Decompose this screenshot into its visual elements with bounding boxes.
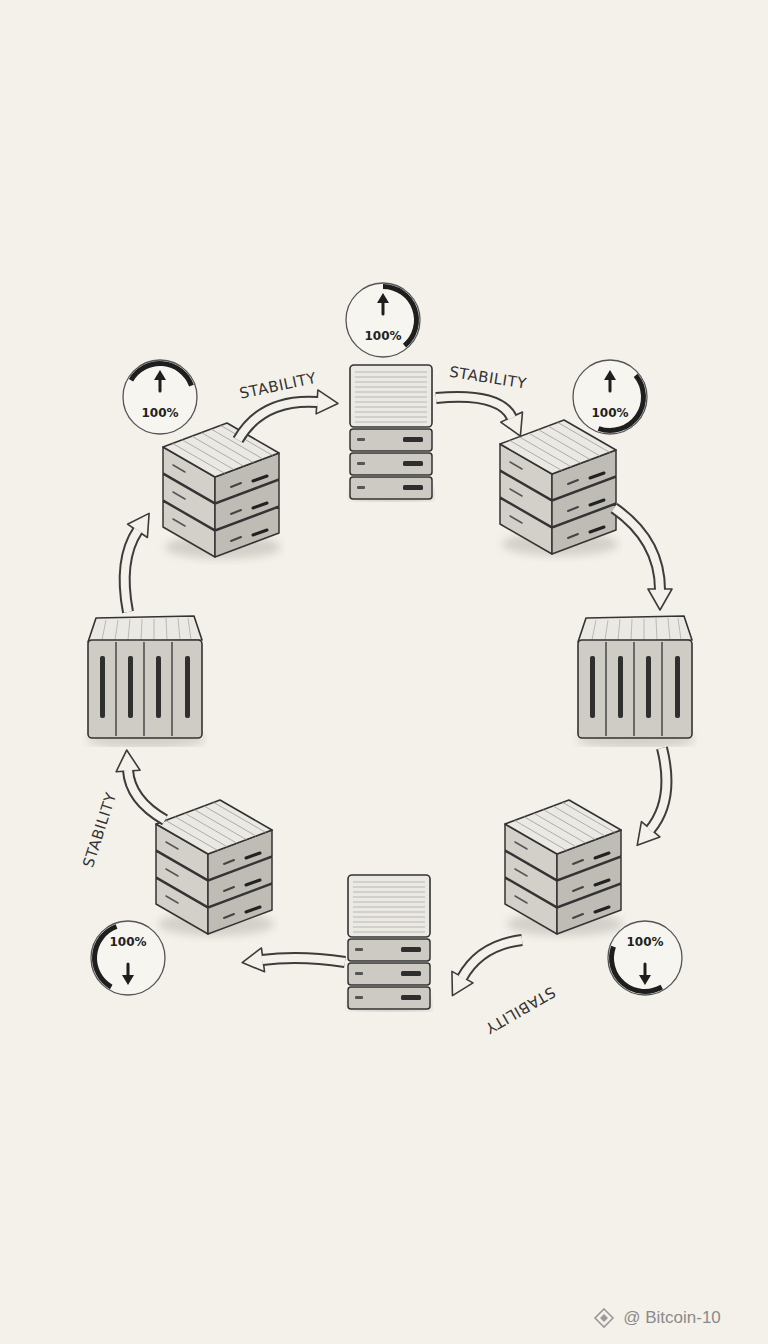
watermark-logo [600, 1314, 608, 1322]
gauge-value: 100% [364, 329, 401, 343]
gauge-needle [644, 964, 647, 975]
gauge-arc [598, 374, 646, 433]
server-upper-left [163, 423, 281, 559]
flow-label: STABILITY [482, 983, 558, 1036]
flow-arrow [650, 748, 666, 830]
gauge-dial: 100% [121, 358, 199, 436]
server-right [576, 616, 696, 748]
flow-arrow [125, 530, 138, 612]
gauge-rim [573, 360, 647, 434]
gauge-value: 100% [626, 935, 663, 949]
server-top [349, 365, 437, 503]
gauge-dial: 100% [571, 358, 649, 436]
flow-label: STABILITY [80, 790, 120, 869]
gauge-needle-head [604, 370, 616, 380]
flow-arrow [125, 530, 138, 612]
server-bottom [347, 875, 435, 1013]
flow-arrow [650, 748, 666, 830]
flow-arrow [262, 958, 345, 962]
gauge-face [121, 358, 199, 436]
flow-arrow [238, 402, 318, 440]
gauge-value: 100% [109, 935, 146, 949]
flow-arrow [462, 940, 522, 978]
flow-arrow [128, 770, 165, 820]
flow-label: STABILITY [448, 364, 528, 393]
server-left [86, 616, 206, 748]
gauge-needle-head [639, 975, 651, 985]
gauge-dial: 100% [606, 919, 684, 997]
flow-label: STABILITY [238, 370, 318, 402]
gauge-needle-head [122, 975, 134, 985]
gauge-dial: 100% [344, 281, 422, 359]
gauge-dial: 100% [89, 919, 167, 997]
gauge-face [606, 919, 684, 997]
flow-arrow [262, 958, 345, 962]
flow-arrow [262, 958, 345, 962]
gauge-rim [346, 283, 420, 357]
gauge-rim [123, 360, 197, 434]
gauge-needle [382, 303, 385, 314]
gauge-needle-head [154, 370, 166, 380]
flow-arrow [238, 402, 318, 440]
server-lower-left [156, 800, 274, 936]
gauge-arc [92, 924, 117, 989]
gauge-face [344, 281, 422, 359]
watermark-logo [595, 1309, 613, 1327]
gauge-value: 100% [591, 406, 628, 420]
flow-arrow [125, 530, 138, 612]
flow-arrow [614, 508, 660, 590]
flow-arrow [462, 940, 522, 978]
server-figures [86, 365, 696, 1013]
flow-arrow [436, 397, 512, 418]
flow-arrow [614, 508, 660, 590]
watermark-logo [595, 1309, 613, 1327]
flow-arrow [462, 940, 522, 978]
gauge-rim [608, 921, 682, 995]
gauge-needle [609, 380, 612, 391]
flow-arrows [125, 397, 667, 978]
flow-arrow [128, 770, 165, 820]
server-lower-right [505, 800, 623, 936]
gauge-face [89, 919, 167, 997]
gauge-value: 100% [141, 406, 178, 420]
gauge-rim [91, 921, 165, 995]
gauge-needle [127, 964, 130, 975]
server-upper-right [500, 420, 618, 556]
gauge-needle [159, 380, 162, 391]
flow-arrow [128, 770, 165, 820]
gauge-arc [609, 946, 663, 994]
gauge-needle-head [377, 293, 389, 303]
flow-arrow [650, 748, 666, 830]
flow-arrow [436, 397, 512, 418]
gauge-face [571, 358, 649, 436]
flow-arrow [238, 402, 318, 440]
flow-arrow [614, 508, 660, 590]
flow-arrow [436, 397, 512, 418]
watermark: @ Bitcoin-10 [623, 1309, 721, 1328]
